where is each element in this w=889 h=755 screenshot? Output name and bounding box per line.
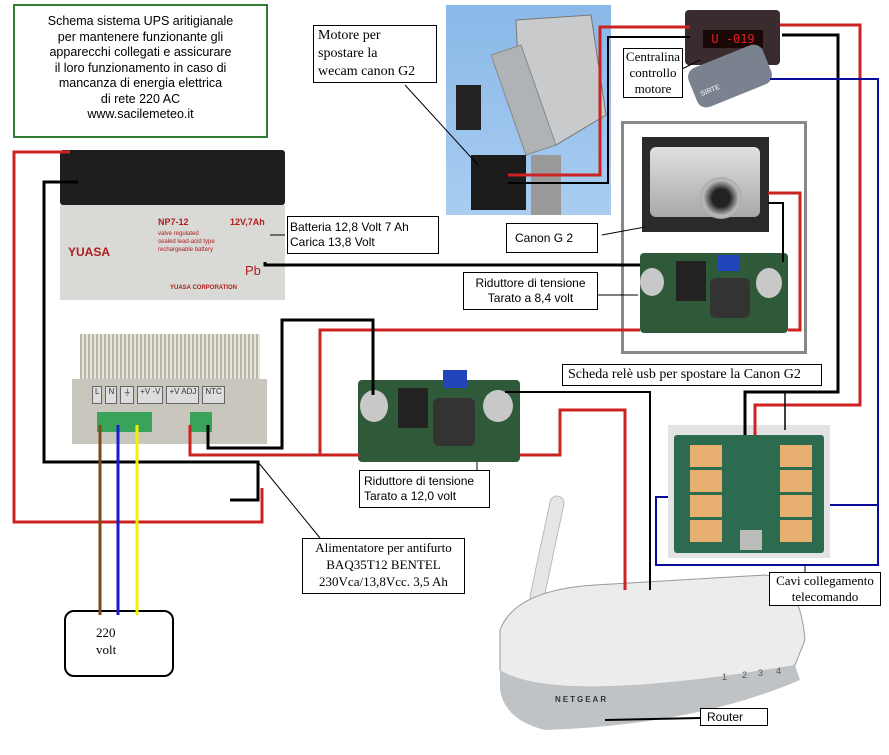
router-device: NETGEAR 1 2 3 4 [495, 490, 815, 730]
battery-rating: 12V,7Ah [230, 217, 265, 227]
title-line: per mantenere funzionante gli [57, 29, 224, 44]
label-line: Batteria 12,8 Volt 7 Ah [290, 220, 409, 234]
leader-line [257, 461, 321, 539]
black-wire [263, 262, 640, 267]
label-line: motore [634, 81, 672, 96]
label-centralina: Centralina controllo motore [623, 48, 683, 98]
label-riduttore-12v: Riduttore di tensione Tarato a 12,0 volt [359, 470, 490, 508]
router-port-number: 1 [722, 672, 728, 682]
label-line: wecam canon G2 [318, 64, 416, 79]
label-line: Riduttore di tensione [475, 276, 586, 290]
battery-text: sealed lead-acid type [158, 239, 215, 245]
title-line: apparecchi collegati e assicurare [49, 45, 232, 59]
psu-terminal-label: L [92, 386, 103, 404]
label-mains-220v: 220 volt [64, 610, 174, 677]
label-line: 230Vca/13,8Vcc. 3,5 Ah [319, 574, 448, 589]
title-box: Schema sistema UPS aritigianale per mant… [13, 4, 268, 138]
label-line: Tarato a 8,4 volt [487, 291, 574, 305]
remote-brand: SIRTE [699, 83, 722, 99]
relay-icon [690, 470, 722, 492]
label-line: Alimentatore per antifurto [315, 540, 452, 555]
label-motore: Motore per spostare la wecam canon G2 [313, 25, 437, 83]
title-line: il loro funzionamento in caso di [54, 60, 227, 75]
webcam-motor-photo [446, 5, 611, 215]
title-line: Schema sistema UPS aritigianale [47, 14, 234, 28]
webcam-housing-icon [456, 14, 607, 215]
battery-footer: YUASA CORPORATION [170, 285, 238, 291]
psu-terminal-label: +V -V [137, 386, 164, 404]
battery-text: valve regulated [158, 231, 199, 237]
label-line: BAQ35T12 BENTEL [326, 557, 441, 572]
label-riduttore-8v4: Riduttore di tensione Tarato a 8,4 volt [463, 272, 598, 310]
camera-lens-icon [700, 177, 742, 219]
label-router: Router [700, 708, 768, 726]
router-port-number: 4 [776, 666, 782, 676]
relay-icon [780, 445, 812, 467]
battery-text: rechargeable battery [158, 247, 214, 253]
website-link[interactable]: www.sacilemeteo.it [87, 107, 194, 121]
label-line: telecomando [791, 589, 859, 604]
voltage-reducer-12v-board [358, 370, 520, 462]
router-port-number: 3 [758, 668, 764, 678]
psu-terminal-label: ⏚ [120, 386, 135, 404]
label-line: Cavi collegamento [776, 573, 874, 588]
psu-terminal-label: N [105, 386, 118, 404]
label-line: Motore per [318, 28, 381, 43]
label-line: 220 [96, 625, 116, 640]
label-alimentatore: Alimentatore per antifurto BAQ35T12 BENT… [302, 538, 465, 594]
title-line: mancanza di energia elettrica [58, 76, 223, 90]
label-line: controllo [629, 65, 677, 80]
label-scheda-rele: Scheda relè usb per spostare la Canon G2 [562, 364, 822, 386]
label-line: Riduttore di tensione [364, 474, 475, 488]
label-line: volt [96, 642, 117, 657]
power-supply-unit: L N ⏚ +V -V +V ADJ NTC [72, 334, 267, 444]
battery-pb: Pb [245, 263, 261, 278]
label-line: Tarato a 12,0 volt [364, 489, 457, 503]
relay-icon [690, 445, 722, 467]
title-line: di rete 220 AC [100, 91, 181, 106]
psu-terminal-label: NTC [202, 386, 225, 404]
battery-brand: YUASA [68, 245, 111, 259]
battery-model: NP7-12 [158, 217, 189, 227]
canon-g2-camera [642, 137, 769, 232]
label-batteria: Batteria 12,8 Volt 7 Ah Carica 13,8 Volt [287, 216, 439, 254]
router-brand: NETGEAR [555, 695, 609, 704]
relay-icon [780, 470, 812, 492]
label-cavi-telecomando: Cavi collegamento telecomando [769, 572, 881, 606]
label-line: spostare la [318, 46, 378, 61]
battery: YUASA NP7-12 12V,7Ah valve regulated sea… [60, 145, 285, 300]
label-canon-g2: Canon G 2 [506, 223, 598, 253]
router-port-number: 2 [742, 670, 748, 680]
label-line: Centralina [625, 49, 681, 64]
label-line: Carica 13,8 Volt [290, 235, 375, 249]
voltage-reducer-8v4-board [640, 253, 788, 333]
psu-terminal-label: +V ADJ [166, 386, 200, 404]
